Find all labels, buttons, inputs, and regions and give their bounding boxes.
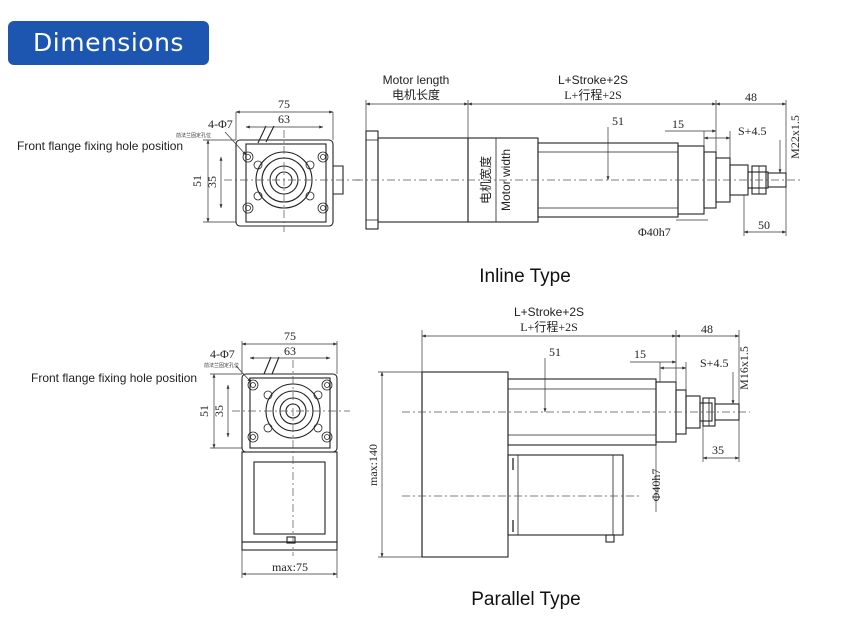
inline-thread: M22x1.5: [788, 115, 802, 159]
parallel-dim-s45: S+4.5: [700, 356, 728, 370]
inline-width-outer: 75: [278, 97, 290, 111]
parallel-dim-48: 48: [701, 322, 713, 336]
inline-flange-label: Front flange fixing hole position: [17, 139, 183, 153]
inline-dim-s45: S+4.5: [738, 124, 766, 138]
inline-flange-label-cn: 前法兰固定孔位: [176, 132, 211, 139]
parallel-height-inner: 35: [212, 405, 226, 417]
parallel-dim-35: 35: [712, 443, 724, 457]
inline-dim-15: 15: [672, 117, 684, 131]
dimensions-title: Dimensions: [33, 28, 184, 57]
dimensions-banner: Dimensions: [8, 21, 209, 65]
parallel-width-outer: 75: [284, 329, 296, 343]
inline-motor-width-cn: 电机宽度: [478, 156, 493, 204]
parallel-width-inner: 63: [284, 344, 296, 358]
inline-stroke-en: L+Stroke+2S: [558, 73, 628, 87]
inline-bore: Φ40h7: [638, 225, 671, 239]
inline-dim-50: 50: [758, 218, 770, 232]
parallel-dim-51: 51: [549, 345, 561, 359]
parallel-thread: M16x1.5: [737, 346, 751, 390]
parallel-flange-label-cn: 前法兰固定孔位: [204, 362, 239, 369]
inline-stroke-cn: L+行程+2S: [564, 87, 622, 102]
inline-side-view: [355, 100, 800, 236]
parallel-stroke-cn: L+行程+2S: [520, 319, 578, 334]
inline-dim-51: 51: [612, 114, 624, 128]
inline-caption: Inline Type: [479, 266, 571, 287]
inline-motor-length-cn: 电机长度: [392, 87, 440, 102]
parallel-height-outer: 51: [197, 405, 211, 417]
inline-front-view: [203, 110, 360, 232]
parallel-flange-label: Front flange fixing hole position: [31, 371, 197, 385]
parallel-side-view: [378, 330, 750, 558]
inline-height-inner: 35: [205, 176, 219, 188]
parallel-front-view: [210, 341, 350, 578]
inline-motor-width-en: Motor width: [499, 149, 513, 211]
parallel-motor-max-width: max:75: [272, 560, 308, 574]
parallel-holes: 4-Φ7: [210, 347, 235, 361]
parallel-bore: Φ40h7: [649, 469, 663, 502]
inline-width-inner: 63: [278, 112, 290, 126]
inline-dim-48: 48: [745, 90, 757, 104]
inline-height-outer: 51: [190, 175, 204, 187]
parallel-stroke-en: L+Stroke+2S: [514, 305, 584, 319]
parallel-dim-15: 15: [634, 347, 646, 361]
inline-holes: 4-Φ7: [208, 117, 233, 131]
inline-motor-length-en: Motor length: [383, 73, 450, 87]
parallel-caption: Parallel Type: [471, 589, 581, 610]
parallel-max-height: max:140: [366, 444, 380, 486]
